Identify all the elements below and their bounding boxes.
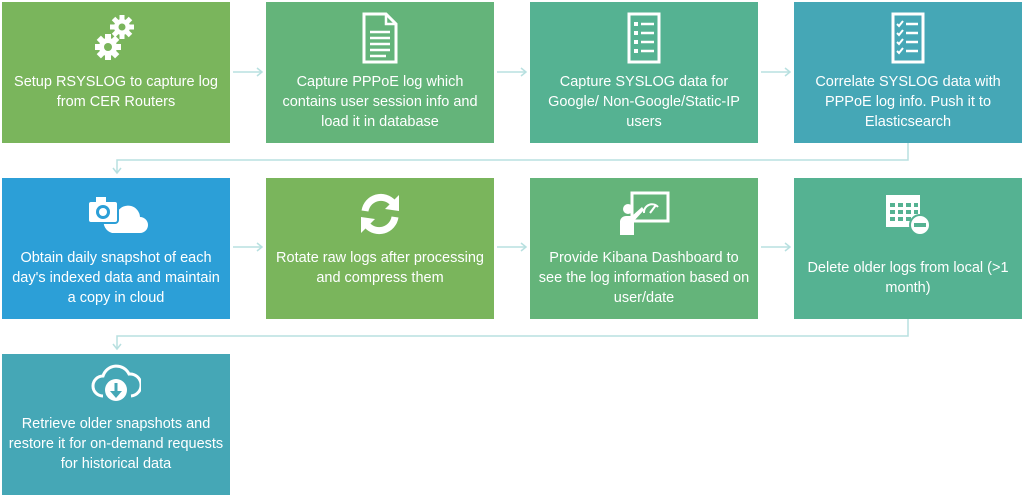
step-label: Delete older logs from local (>1 month) — [807, 260, 1009, 296]
step-daily-snapshot: Obtain daily snapshot of each day's inde… — [2, 178, 230, 319]
cloud-download-icon — [2, 362, 230, 406]
step-label: Obtain daily snapshot of each day's inde… — [12, 250, 220, 306]
step-delete-old-logs: Delete older logs from local (>1 month) — [794, 178, 1022, 319]
refresh-icon — [266, 188, 494, 240]
step-label: Provide Kibana Dashboard to see the log … — [538, 250, 750, 306]
step-label: Setup RSYSLOG to capture log from CER Ro… — [14, 74, 218, 110]
step-kibana-dashboard: Provide Kibana Dashboard to see the log … — [530, 178, 758, 319]
step-capture-pppoe: Capture PPPoE log which contains user se… — [266, 2, 494, 143]
camera-cloud-icon — [2, 188, 230, 240]
step-label: Capture SYSLOG data for Google/ Non-Goog… — [548, 74, 740, 130]
calendar-minus-icon — [794, 188, 1022, 240]
dashboard-presenter-icon — [530, 188, 758, 240]
document-icon — [266, 12, 494, 64]
checklist-icon — [794, 12, 1022, 64]
step-label: Correlate SYSLOG data with PPPoE log inf… — [815, 74, 1001, 130]
step-label: Capture PPPoE log which contains user se… — [282, 74, 478, 130]
step-rotate-logs: Rotate raw logs after processing and com… — [266, 178, 494, 319]
list-icon — [530, 12, 758, 64]
step-label: Rotate raw logs after processing and com… — [276, 250, 484, 286]
step-label: Retrieve older snapshots and restore it … — [8, 416, 224, 472]
step-setup-rsyslog: Setup RSYSLOG to capture log from CER Ro… — [2, 2, 230, 143]
gears-icon — [2, 12, 230, 64]
step-retrieve-snapshots: Retrieve older snapshots and restore it … — [2, 354, 230, 495]
step-correlate-syslog: Correlate SYSLOG data with PPPoE log inf… — [794, 2, 1022, 143]
step-capture-syslog: Capture SYSLOG data for Google/ Non-Goog… — [530, 2, 758, 143]
